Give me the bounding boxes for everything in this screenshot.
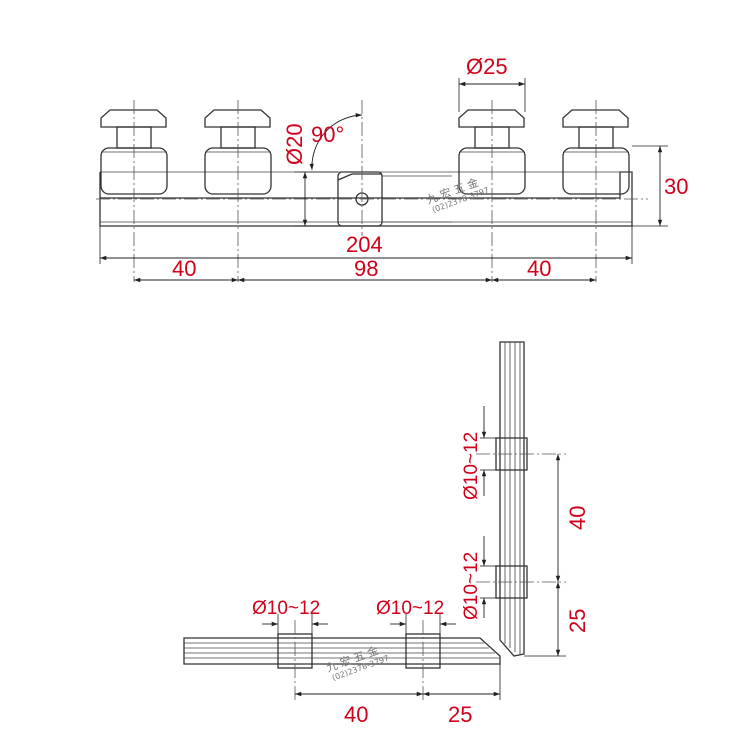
dim-arc-90: [309, 113, 363, 171]
dim-label-angle-90: 90°: [311, 122, 344, 147]
dim-label-horiz-25: 25: [448, 702, 472, 727]
dim-label-middle-98: 98: [354, 256, 378, 281]
bottom-view: Ø10~12 Ø10~12 Ø10~12 Ø10~12 40 25 40 25 …: [183, 341, 590, 727]
dim-label-left-40: 40: [172, 256, 196, 281]
dim-label-right-40: 40: [527, 256, 551, 281]
dim-label-diameter-20: Ø20: [282, 123, 307, 165]
watermark-top: 九 宏 五 金 (02)2378-3797: [424, 175, 490, 215]
dim-label-horiz-40: 40: [344, 702, 368, 727]
dim-label-hole-2: Ø10~12: [376, 598, 444, 619]
top-view: Ø25 Ø20 90° 204 40 98 40 30 九 宏 五 金 (02)…: [96, 54, 688, 283]
dim-label-vert-40: 40: [565, 506, 590, 530]
dim-label-hole-4: Ø10~12: [461, 552, 482, 620]
center-lines: [96, 100, 648, 282]
dim-label-diameter-25: Ø25: [466, 54, 508, 79]
dim-label-total-204: 204: [346, 232, 383, 257]
dim-label-hole-3: Ø10~12: [461, 432, 482, 500]
dim-label-vert-25: 25: [565, 609, 590, 633]
dim-label-hole-1: Ø10~12: [252, 598, 320, 619]
vertical-profile: [495, 341, 528, 657]
dim-label-height-30: 30: [664, 174, 688, 199]
watermark-bottom: 九 宏 五 金 (02)2378-3797: [324, 643, 390, 683]
horizontal-profile: [183, 633, 501, 669]
